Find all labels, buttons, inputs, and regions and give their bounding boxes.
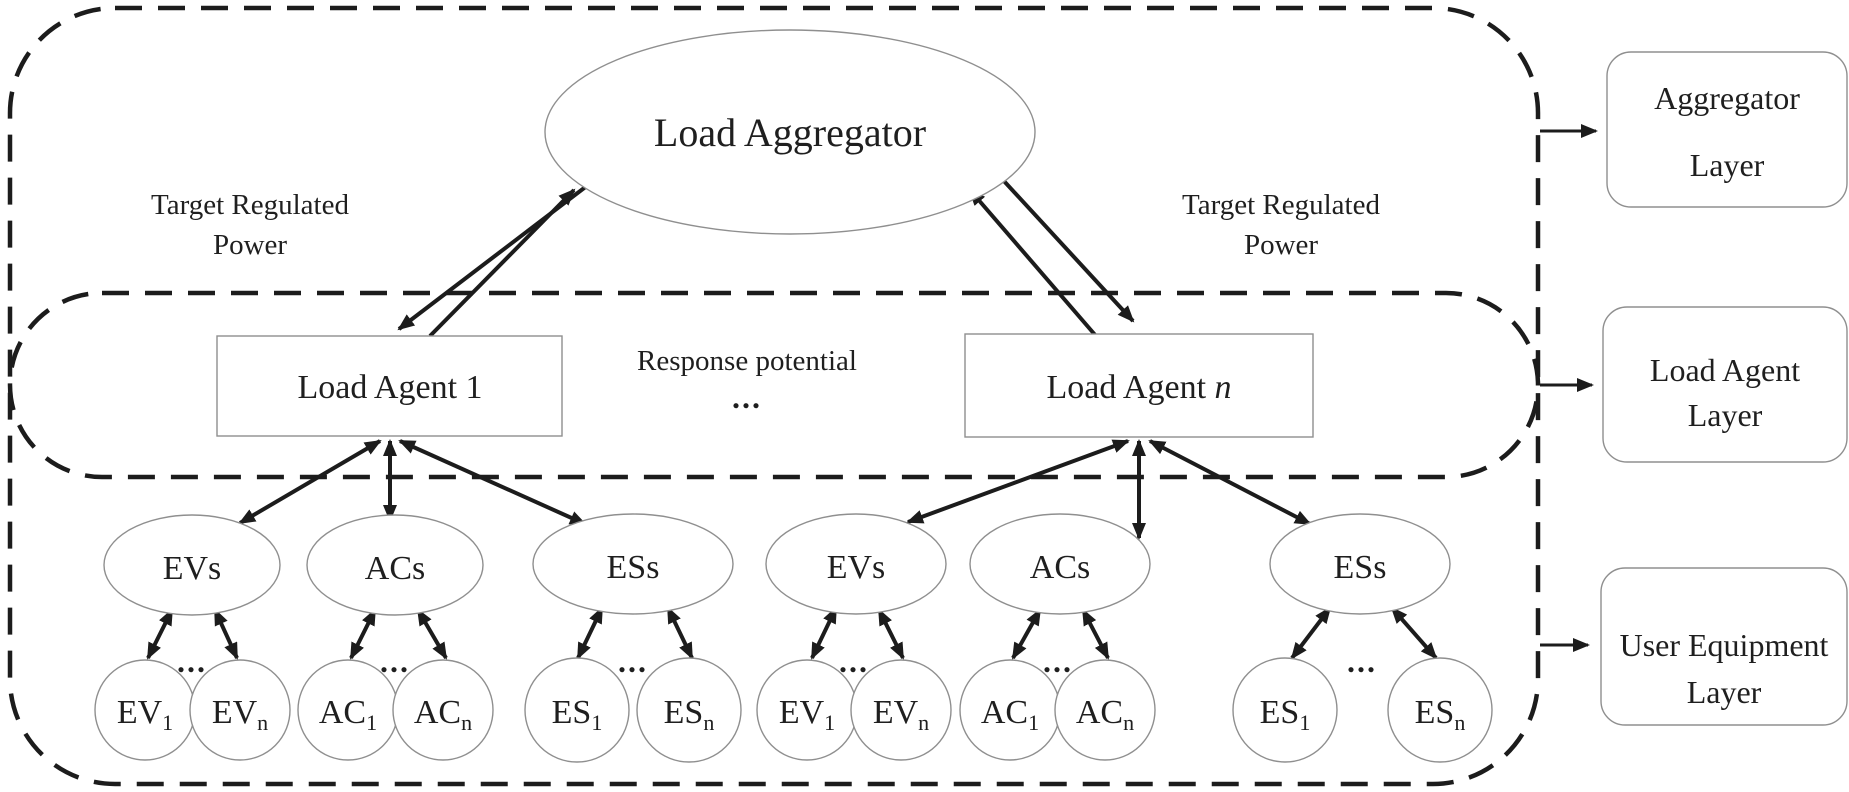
es1-right-label: ES1 xyxy=(1260,694,1311,735)
ess-group-left-label: ESs xyxy=(607,549,660,586)
evn-left xyxy=(189,659,291,761)
user-equipment-layer-line1: User Equipment xyxy=(1620,627,1829,663)
ess-group-left xyxy=(532,513,734,615)
arrow-aggregator-to-agentn xyxy=(1001,178,1135,323)
evn-right-label: EVn xyxy=(873,694,929,735)
ess-left-dots: ... xyxy=(618,643,648,679)
ev1-left-label: EV1 xyxy=(117,694,173,735)
acs-left-dots: ... xyxy=(380,643,410,679)
arrow-agentn-to-aggregator xyxy=(968,188,1098,338)
acs-right-dots: ... xyxy=(1043,643,1073,679)
arrow-aggregator-to-agent1 xyxy=(397,180,594,331)
evn-left-label: EVn xyxy=(212,694,268,735)
user-equipment-layer-line2: Layer xyxy=(1687,674,1762,710)
arrow-agent1-ess xyxy=(398,439,587,526)
esn-left-label: ESn xyxy=(664,694,715,735)
acs-group-right-label: ACs xyxy=(1030,549,1090,586)
load-agent-1-label: Load Agent 1 xyxy=(297,369,482,406)
user-equipment-layer-box xyxy=(1600,567,1848,726)
load-agent-n-box xyxy=(964,333,1314,438)
evs-left-dots: ... xyxy=(177,643,207,679)
target-regulated-right-line1: Target Regulated xyxy=(1182,189,1380,221)
es1-right xyxy=(1232,657,1338,763)
target-regulated-right-line2: Power xyxy=(1244,229,1318,261)
acs-group-right xyxy=(969,513,1151,615)
load-aggregator-label: Load Aggregator xyxy=(654,110,926,155)
esn-right xyxy=(1387,657,1493,763)
load-agent-layer-line1: Load Agent xyxy=(1650,352,1800,388)
aggregator-layer-line1: Aggregator xyxy=(1654,80,1800,116)
evn-right xyxy=(850,659,952,761)
load-agent-layer-dashed-boundary xyxy=(7,290,1541,480)
acn-right-label: ACn xyxy=(1076,694,1134,735)
target-regulated-left-line2: Power xyxy=(213,229,287,261)
es1-left-label: ES1 xyxy=(552,694,603,735)
load-agent-1-box xyxy=(216,335,563,437)
load-agent-layer-box xyxy=(1602,306,1848,463)
evs-group-right xyxy=(765,513,947,615)
evs-group-left-label: EVs xyxy=(163,550,222,587)
evs-group-right-label: EVs xyxy=(827,549,886,586)
acs-group-left-label: ACs xyxy=(365,550,425,587)
load-agent-layer-line2: Layer xyxy=(1688,397,1763,433)
ess-group-right-label: ESs xyxy=(1334,549,1387,586)
esn-left xyxy=(636,657,742,763)
load-aggregator-node xyxy=(544,29,1036,235)
acn-left-label: ACn xyxy=(414,694,472,735)
acn-left xyxy=(392,659,494,761)
acs-group-left xyxy=(306,514,484,616)
aggregator-layer-line2: Layer xyxy=(1690,147,1765,183)
es1-left xyxy=(524,657,630,763)
arrow-agentn-evs xyxy=(906,439,1130,524)
ac1-right-label: AC1 xyxy=(981,694,1039,735)
response-potential-label: Response potential xyxy=(637,345,857,377)
response-potential-dots: ... xyxy=(732,379,762,415)
load-agent-n-label: Load Agent n xyxy=(1046,369,1231,406)
ess-right-dots: ... xyxy=(1347,643,1377,679)
evs-right-dots: ... xyxy=(839,643,869,679)
ac1-left-label: AC1 xyxy=(319,694,377,735)
arrow-agent1-to-aggregator xyxy=(428,188,576,338)
target-regulated-left-line1: Target Regulated xyxy=(151,189,349,221)
ev1-right-label: EV1 xyxy=(779,694,835,735)
evs-group-left xyxy=(103,514,281,616)
esn-right-label: ESn xyxy=(1415,694,1466,735)
aggregator-layer-box xyxy=(1606,51,1848,208)
arrow-agentn-ess xyxy=(1148,439,1312,526)
arrow-agent1-evs xyxy=(238,439,382,525)
ess-group-right xyxy=(1269,513,1451,615)
group-unit-arrows xyxy=(146,606,1438,660)
acn-right xyxy=(1054,659,1156,761)
